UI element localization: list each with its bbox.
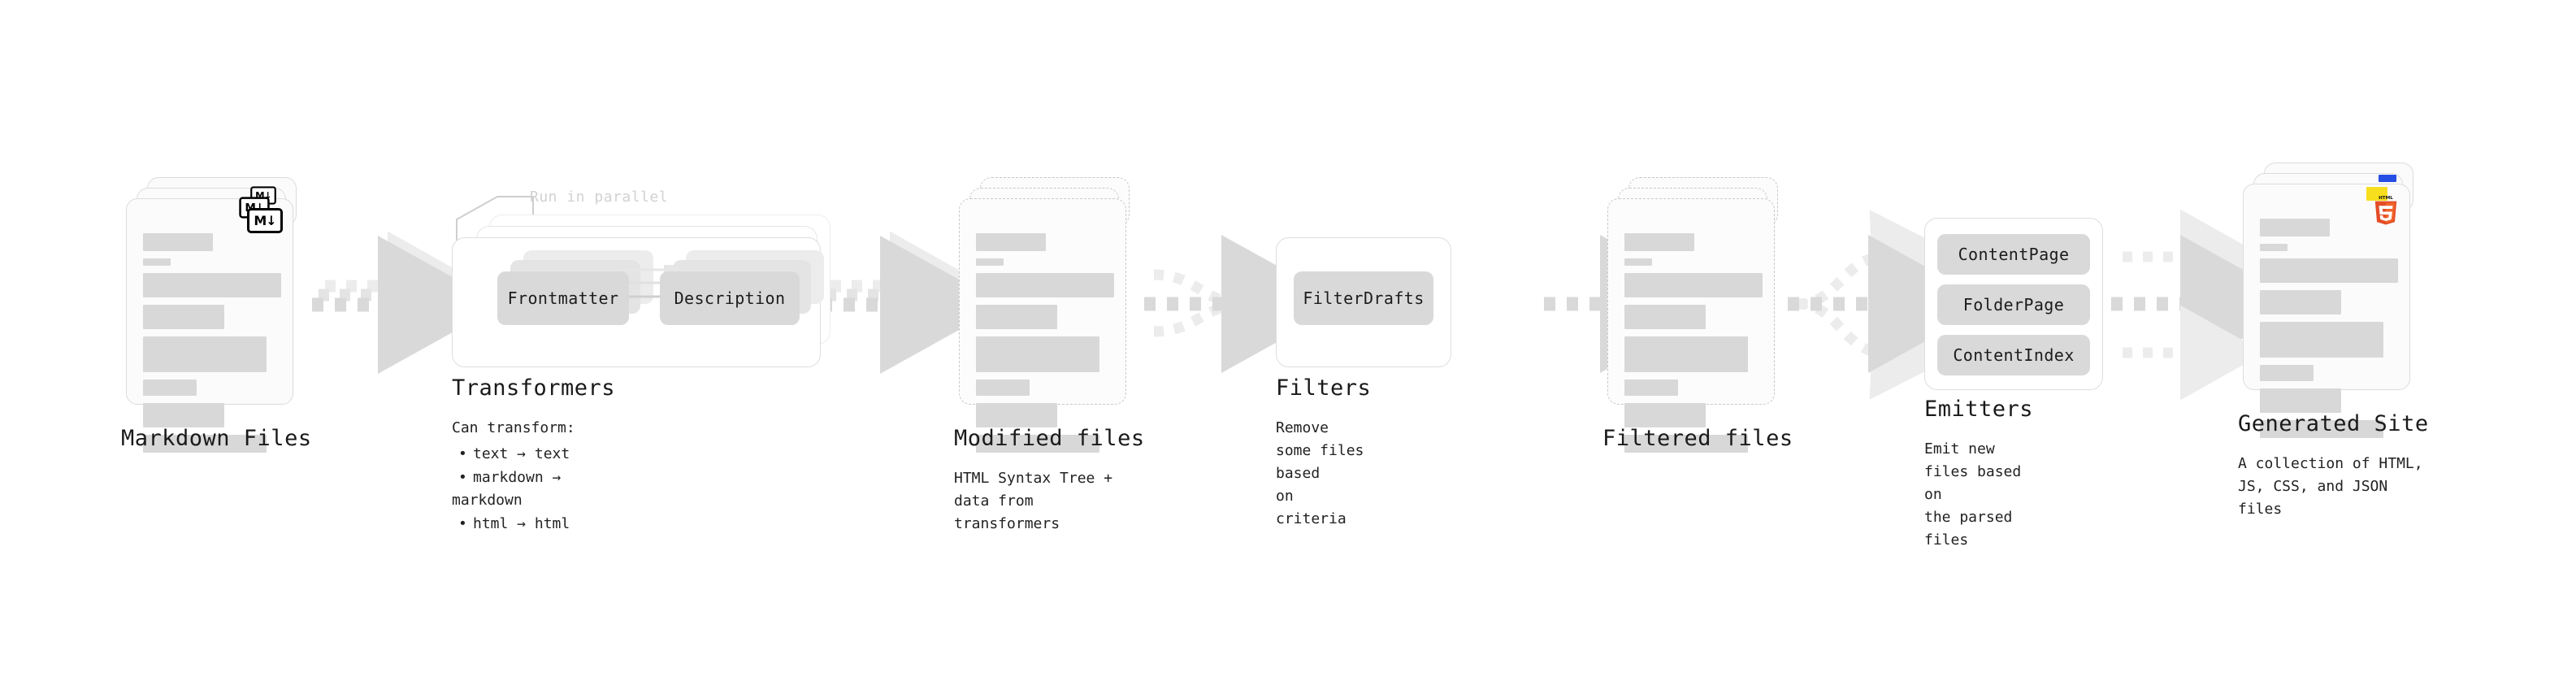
- modified-file-stack: [959, 177, 1130, 453]
- file-sheet-front: [1607, 198, 1775, 453]
- emitter-chip-folderpage[interactable]: FolderPage: [1937, 284, 2090, 325]
- list-item: text → text: [452, 443, 615, 466]
- stage-title: Emitters: [1924, 397, 2034, 422]
- stage-title: Filtered files: [1602, 426, 1793, 451]
- parallel-bracket: [456, 196, 534, 242]
- arrow-transformers-to-modified: [821, 231, 1004, 374]
- generated-file-stack: HTML: [2243, 163, 2413, 438]
- run-in-parallel-label: Run in parallel: [530, 189, 669, 206]
- markdown-files-caption: Markdown Files: [121, 426, 312, 451]
- transformer-chip-description[interactable]: Description: [660, 271, 800, 325]
- stage-title: Transformers: [452, 375, 616, 401]
- filtered-file-stack: [1607, 177, 1778, 453]
- file-sheet-front: HTML: [2243, 184, 2410, 438]
- emitter-chip-contentindex[interactable]: ContentIndex: [1937, 335, 2090, 375]
- file-content-placeholder: [2260, 219, 2398, 445]
- arrow-filtered-to-emitters: [1788, 210, 1993, 400]
- arrow-emitters-to-site: [2111, 209, 2305, 401]
- markdown-icon: M↓: [247, 208, 283, 233]
- generated-site-caption: Generated Site A collection of HTML, JS,…: [2238, 411, 2429, 521]
- filter-chip-filterdrafts[interactable]: FilterDrafts: [1294, 271, 1433, 325]
- svg-text:HTML: HTML: [2379, 196, 2393, 201]
- stage-title: Filters: [1276, 375, 1372, 401]
- stage-subtitle: A collection of HTML, JS, CSS, and JSON …: [2238, 455, 2423, 518]
- file-sheet-front: [959, 198, 1126, 453]
- filters-caption: Filters Remove some files based on crite…: [1276, 375, 1371, 530]
- modified-files-caption: Modified files HTML Syntax Tree + data f…: [954, 426, 1145, 536]
- stage-subtitle: Emit new files based on the parsed files: [1924, 440, 2022, 549]
- transform-capability-list: text → text markdown → markdown html → h…: [452, 443, 615, 536]
- stage-title: Generated Site: [2238, 411, 2429, 436]
- transformers-caption: Transformers Can transform: text → text …: [452, 375, 615, 536]
- list-item: html → html: [452, 513, 615, 536]
- stage-subtitle: Can transform:: [452, 419, 575, 436]
- arrow-modified-to-filters: [1144, 235, 1346, 373]
- css3-icon: [2379, 175, 2396, 182]
- html5-icon: HTML: [2374, 196, 2397, 225]
- arrow-markdown-to-transformers: [312, 231, 502, 374]
- stage-title: Markdown Files: [121, 426, 312, 451]
- file-content-placeholder: [143, 233, 281, 460]
- file-content-placeholder: [1624, 233, 1763, 460]
- list-item: markdown → markdown: [452, 466, 615, 514]
- markdown-file-stack: M↓ M↓ M↓: [126, 177, 297, 453]
- javascript-icon: [2366, 187, 2387, 201]
- file-content-placeholder: [976, 233, 1114, 460]
- stage-subtitle: Remove some files based on criteria: [1276, 419, 1364, 527]
- emitters-caption: Emitters Emit new files based on the par…: [1924, 397, 2033, 551]
- stage-subtitle: HTML Syntax Tree + data from transformer…: [954, 470, 1113, 532]
- stage-title: Modified files: [954, 426, 1145, 451]
- transformer-chip-frontmatter[interactable]: Frontmatter: [497, 271, 629, 325]
- filtered-files-caption: Filtered files: [1602, 426, 1793, 451]
- file-sheet-front: M↓: [126, 198, 293, 453]
- emitter-chip-contentpage[interactable]: ContentPage: [1937, 234, 2090, 275]
